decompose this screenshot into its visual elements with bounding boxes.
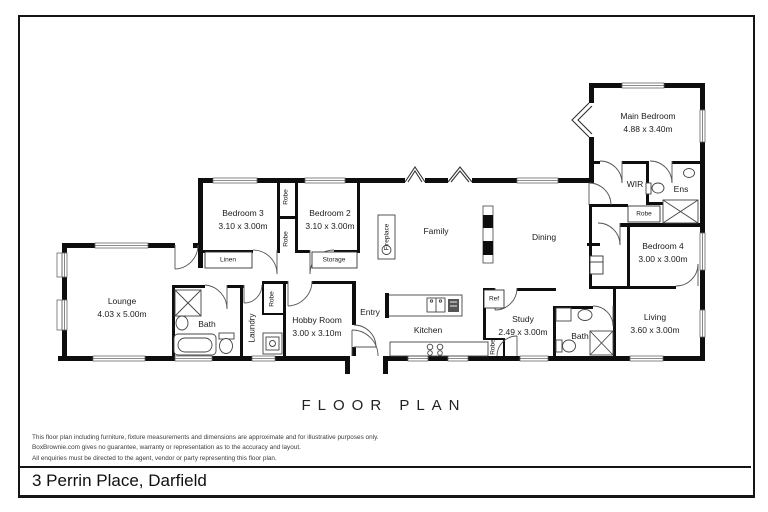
shower-icon [174,199,699,356]
label-robe-bedroom3: Robe [282,189,290,205]
label-linen: Linen [220,256,236,264]
label-storage: Storage [322,256,346,264]
bathtub-icon [173,333,217,356]
label-robe-bedroom2: Robe [282,231,290,247]
room-name: Bedroom 4 [642,241,684,251]
room-dims: 4.88 x 3.40m [623,123,673,134]
room-label-ens: Ens [673,184,689,194]
room-label-bedroom2: Bedroom 2 3.10 x 3.00m [280,207,380,233]
laundry-tub-icon [262,332,283,355]
room-dims: 3.10 x 3.00m [218,220,268,231]
room-label-study: Study 2.49 x 3.00m [473,313,573,339]
room-label-bedroom4: Bedroom 4 3.00 x 3.00m [613,240,713,266]
room-name: Bedroom 2 [309,208,351,218]
room-label-bath-left: Bath [198,319,216,329]
label-robe-study: Robe [489,339,497,355]
basin-icon [175,168,695,331]
windows [56,82,706,362]
room-label-laundry: Laundry [247,313,257,343]
room-label-dining: Dining [531,232,557,242]
room-label-main-bedroom: Main Bedroom 4.88 x 3.40m [598,110,698,136]
media-column [482,205,494,264]
cooktop-icon [389,341,489,357]
room-label-kitchen: Kitchen [413,325,443,335]
room-label-living: Living 3.60 x 3.00m [605,311,705,337]
disclaimer-line: BoxBrownie.com gives no guarantee, warra… [32,444,301,452]
room-dims: 4.03 x 5.00m [97,308,147,319]
room-label-family: Family [423,226,449,236]
room-name: Main Bedroom [620,111,676,121]
room-dims: 3.10 x 3.00m [305,220,355,231]
room-label-bedroom3: Bedroom 3 3.10 x 3.00m [193,207,293,233]
opening-chevron-icon [404,102,593,183]
label-robe-hobby: Robe [268,291,276,307]
label-robe-wir: Robe [636,210,652,218]
disclaimer-line: This floor plan including furniture, fix… [32,434,379,441]
label-ref: Ref [488,295,500,303]
closet-boxes [204,205,661,309]
porch-walls [345,356,388,374]
room-dims: 3.00 x 3.00m [638,253,688,264]
interior-walls [172,161,705,356]
room-name: Living [643,312,667,322]
room-name: Study [512,314,534,324]
floor-plan-title: FLOOR PLAN [301,397,467,414]
room-dims: 3.00 x 3.10m [292,327,342,338]
room-name: Hobby Room [292,315,342,325]
room-label-bath-right: Bath [571,331,589,341]
fireplace-icon [377,214,396,260]
exterior-walls [58,83,705,361]
toilet-icon [218,182,665,354]
kitchen-island [385,293,463,318]
room-name: Bedroom 3 [222,208,264,218]
room-dims: 3.60 x 3.00m [630,324,680,335]
disclaimer-text: This floor plan including furniture, fix… [32,433,592,464]
hwc-cabinet [589,255,604,275]
label-fireplace: Fireplace [383,223,391,251]
room-label-entry: Entry [360,307,380,317]
room-label-wir: WIR [626,179,644,189]
sink-icon [426,297,446,313]
property-address: 3 Perrin Place, Darfield [32,471,207,490]
room-dims: 2.49 x 3.00m [498,326,548,337]
dishwasher-icon [448,299,459,312]
disclaimer-line: All enquiries must be directed to the ag… [32,454,277,462]
room-label-lounge: Lounge 4.03 x 5.00m [72,295,172,321]
address-divider [18,466,751,468]
page-border [18,15,755,498]
room-name: Lounge [107,296,137,306]
room-label-hobby-room: Hobby Room 3.00 x 3.10m [267,314,367,340]
